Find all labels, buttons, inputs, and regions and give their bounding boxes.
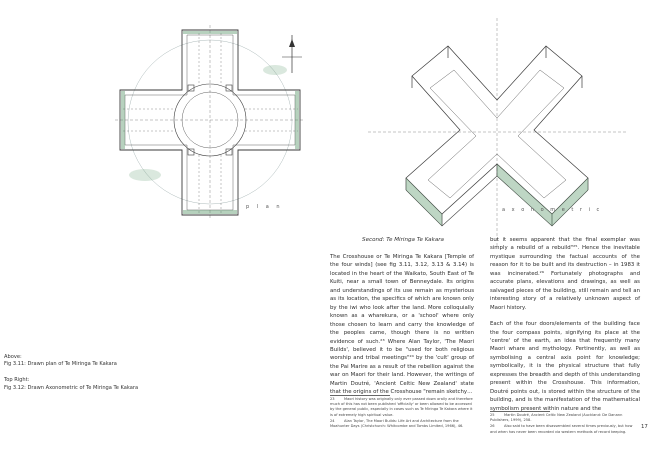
footnote-text: Alan Taylor, The Maori Builds: Life Art …	[330, 418, 464, 429]
figure-captions: Above: Fig 3.11: Drawn plan of Te Miring…	[4, 354, 234, 392]
caption-above-text: Fig 3.11: Drawn plan of Te Miringa Te Ka…	[4, 361, 117, 368]
body-left-column: The Crosshouse or Te Miringa Te Kakara […	[330, 254, 474, 396]
footnote-text: Maori history was originally only ever p…	[330, 397, 473, 417]
plan-drawing	[115, 25, 305, 220]
body-right-column: but it seems apparent that the final exe…	[490, 236, 640, 413]
axonometric-drawing	[368, 18, 626, 246]
caption-above-heading: Above:	[4, 354, 22, 360]
axonometric-drawing-label: a x o n o m e t r i c	[502, 207, 602, 213]
caption-top-right-text: Fig 3.12: Drawn Axonometric of Te Miring…	[4, 384, 139, 391]
footnote-number: 25	[490, 413, 495, 417]
footnote-number: 24	[330, 418, 335, 423]
page-number: 17	[641, 424, 648, 430]
north-arrow-icon	[282, 35, 302, 73]
body-right-paragraph-2: Each of the four doors/elements of the b…	[490, 321, 640, 412]
caption-top-right-heading: Top Right:	[4, 377, 30, 384]
footnote-divider	[490, 411, 550, 412]
body-right-paragraph-1: but it seems apparent that the final exe…	[490, 237, 640, 311]
footnote-number: 26	[490, 424, 495, 429]
section-title: Second: Te Miringa Te Kakara	[362, 237, 444, 243]
footnote-number: 23	[330, 397, 335, 401]
footnote-text: Martin Doutré, Ancient Celtic New Zealan…	[490, 413, 623, 423]
footnote-text: Also said to have been disassembled seve…	[490, 424, 633, 434]
plan-drawing-label: p l a n	[246, 204, 283, 210]
footnote-divider	[330, 395, 390, 396]
